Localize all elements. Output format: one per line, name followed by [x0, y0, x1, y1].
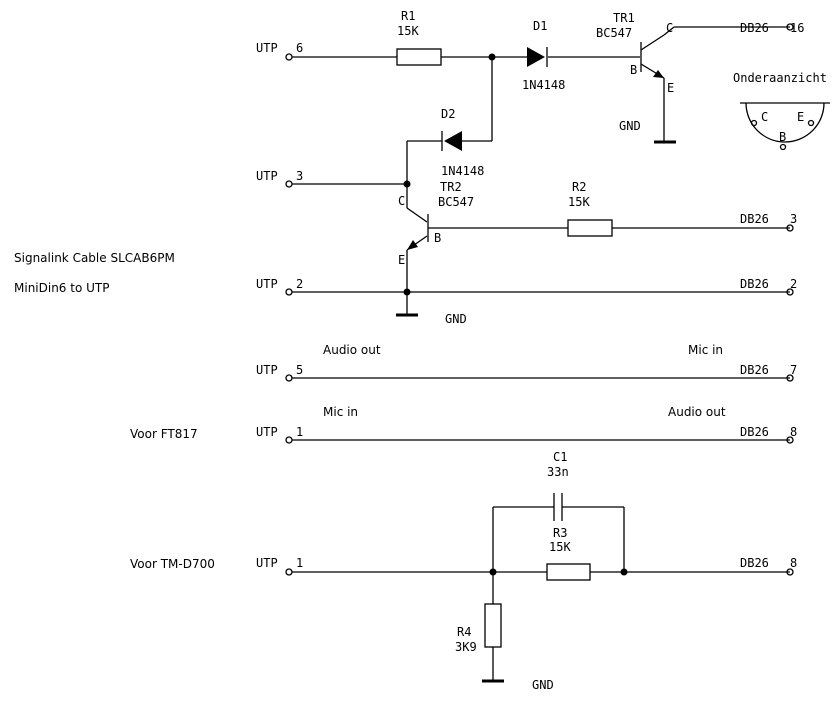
- utp1b-terminal: [285, 568, 293, 576]
- d1-name: D1: [533, 19, 547, 33]
- db16-terminal: [786, 23, 794, 31]
- db16-pin: 16: [790, 21, 804, 35]
- utp5-pin: 5: [296, 363, 303, 377]
- pin-e-label: E: [797, 110, 804, 124]
- tr2-gnd-label: GND: [445, 312, 467, 326]
- utp5-terminal: [285, 374, 293, 382]
- utp6-label: UTP: [256, 41, 278, 55]
- d2-name: D2: [441, 107, 455, 121]
- utp1a-pin: 1: [296, 425, 303, 439]
- db7-label: DB26: [740, 363, 769, 377]
- audio-out-ft817-label: Audio out: [668, 405, 726, 419]
- net-tmd700: UTP 1 DB26 8 Voor TM-D700: [130, 556, 797, 576]
- db8a-label: DB26: [740, 425, 769, 439]
- utp2-pin: 2: [296, 277, 303, 291]
- net-utp6: UTP 6: [256, 41, 640, 61]
- title-line1: Signalink Cable SLCAB6PM: [14, 251, 175, 265]
- r1-name: R1: [401, 9, 415, 23]
- tr2-type: BC547: [438, 195, 474, 209]
- r4-value: 3K9: [455, 640, 477, 654]
- db7-terminal: [786, 374, 794, 382]
- net-ft817: UTP 1 DB26 8 Mic in Audio out Voor FT817: [130, 405, 797, 444]
- utp3-pin: 3: [296, 169, 303, 183]
- db8a-terminal: [786, 436, 794, 444]
- utp2-terminal: [285, 288, 293, 296]
- utp1b-pin: 1: [296, 556, 303, 570]
- net-utp3: UTP 3: [256, 169, 411, 188]
- utp6-pin: 6: [296, 41, 303, 55]
- r2-value: 15K: [568, 195, 590, 209]
- diode-d2: D2 1N4148: [406, 107, 492, 208]
- db8b-label: DB26: [740, 556, 769, 570]
- resistor-r1: R1 15K: [396, 9, 442, 66]
- title-line2: MiniDin6 to UTP: [14, 281, 109, 295]
- transistor-bottom-view: Onderaanzicht C B E: [733, 71, 830, 151]
- db8b-terminal: [786, 568, 794, 576]
- utp3-terminal: [285, 180, 293, 188]
- resistor-r3: R3 15K: [546, 526, 591, 581]
- resistor-r4: R4 3K9 GND: [455, 572, 554, 692]
- utp2-label: UTP: [256, 277, 278, 291]
- db16-label: DB26: [740, 21, 769, 35]
- tr1-name: TR1: [613, 11, 635, 25]
- db2-terminal: [786, 288, 794, 296]
- r3-value: 15K: [549, 540, 571, 554]
- tr1-type: BC547: [596, 26, 632, 40]
- junction-utp3: [403, 180, 411, 188]
- db3-label: DB26: [740, 212, 769, 226]
- db3-terminal: [786, 224, 794, 232]
- tr2-name: TR2: [440, 180, 462, 194]
- db8b-pin: 8: [790, 556, 797, 570]
- utp1a-terminal: [285, 436, 293, 444]
- transistor-tr2: TR2 BC547 C B E GND: [396, 180, 568, 326]
- mic-in-ft817-label: Mic in: [323, 405, 358, 419]
- pin-b-label: B: [779, 130, 786, 144]
- db3-pin: 3: [790, 212, 797, 226]
- resistor-r2: R2 15K DB26 3: [567, 180, 797, 237]
- d2-type: 1N4148: [441, 164, 484, 178]
- mic-in-label: Mic in: [688, 343, 723, 357]
- db2-pin: 2: [790, 277, 797, 291]
- db2-label: DB26: [740, 277, 769, 291]
- utp1b-label: UTP: [256, 556, 278, 570]
- r4-name: R4: [457, 625, 471, 639]
- junction-gnd: [403, 288, 411, 296]
- db7-pin: 7: [790, 363, 797, 377]
- tr2-c-label: C: [398, 194, 405, 208]
- tr1-e-label: E: [667, 81, 674, 95]
- tr2-b-label: B: [434, 231, 441, 245]
- r1-value: 15K: [397, 24, 419, 38]
- tr1-b-label: B: [630, 63, 637, 77]
- utp5-label: UTP: [256, 363, 278, 377]
- c1-value: 33n: [547, 465, 569, 479]
- r3-name: R3: [553, 526, 567, 540]
- tr1-c-label: C: [666, 21, 673, 35]
- utp1a-label: UTP: [256, 425, 278, 439]
- diode-d1: D1 1N4148: [522, 19, 565, 92]
- tr1-gnd-label: GND: [619, 119, 641, 133]
- utp3-label: UTP: [256, 169, 278, 183]
- pin-c-label: C: [761, 110, 768, 124]
- r4-gnd-label: GND: [532, 678, 554, 692]
- r2-name: R2: [572, 180, 586, 194]
- voor-tm-label: Voor TM-D700: [130, 557, 215, 571]
- capacitor-c1: C1 33n: [492, 450, 625, 572]
- bottom-view-label: Onderaanzicht: [733, 71, 827, 85]
- utp6-terminal: [285, 53, 293, 61]
- tr2-e-label: E: [398, 253, 405, 267]
- db8a-pin: 8: [790, 425, 797, 439]
- audio-out-label: Audio out: [323, 343, 381, 357]
- c1-name: C1: [553, 450, 567, 464]
- d1-type: 1N4148: [522, 78, 565, 92]
- net-utp2: UTP 2 DB26 2: [256, 277, 797, 296]
- net-db26-16: DB26 16: [740, 21, 804, 35]
- transistor-tr1: TR1 BC547 C B E GND: [596, 11, 790, 144]
- net-utp5: UTP 5 DB26 7 Audio out Mic in: [256, 343, 797, 382]
- voor-ft817-label: Voor FT817: [130, 427, 198, 441]
